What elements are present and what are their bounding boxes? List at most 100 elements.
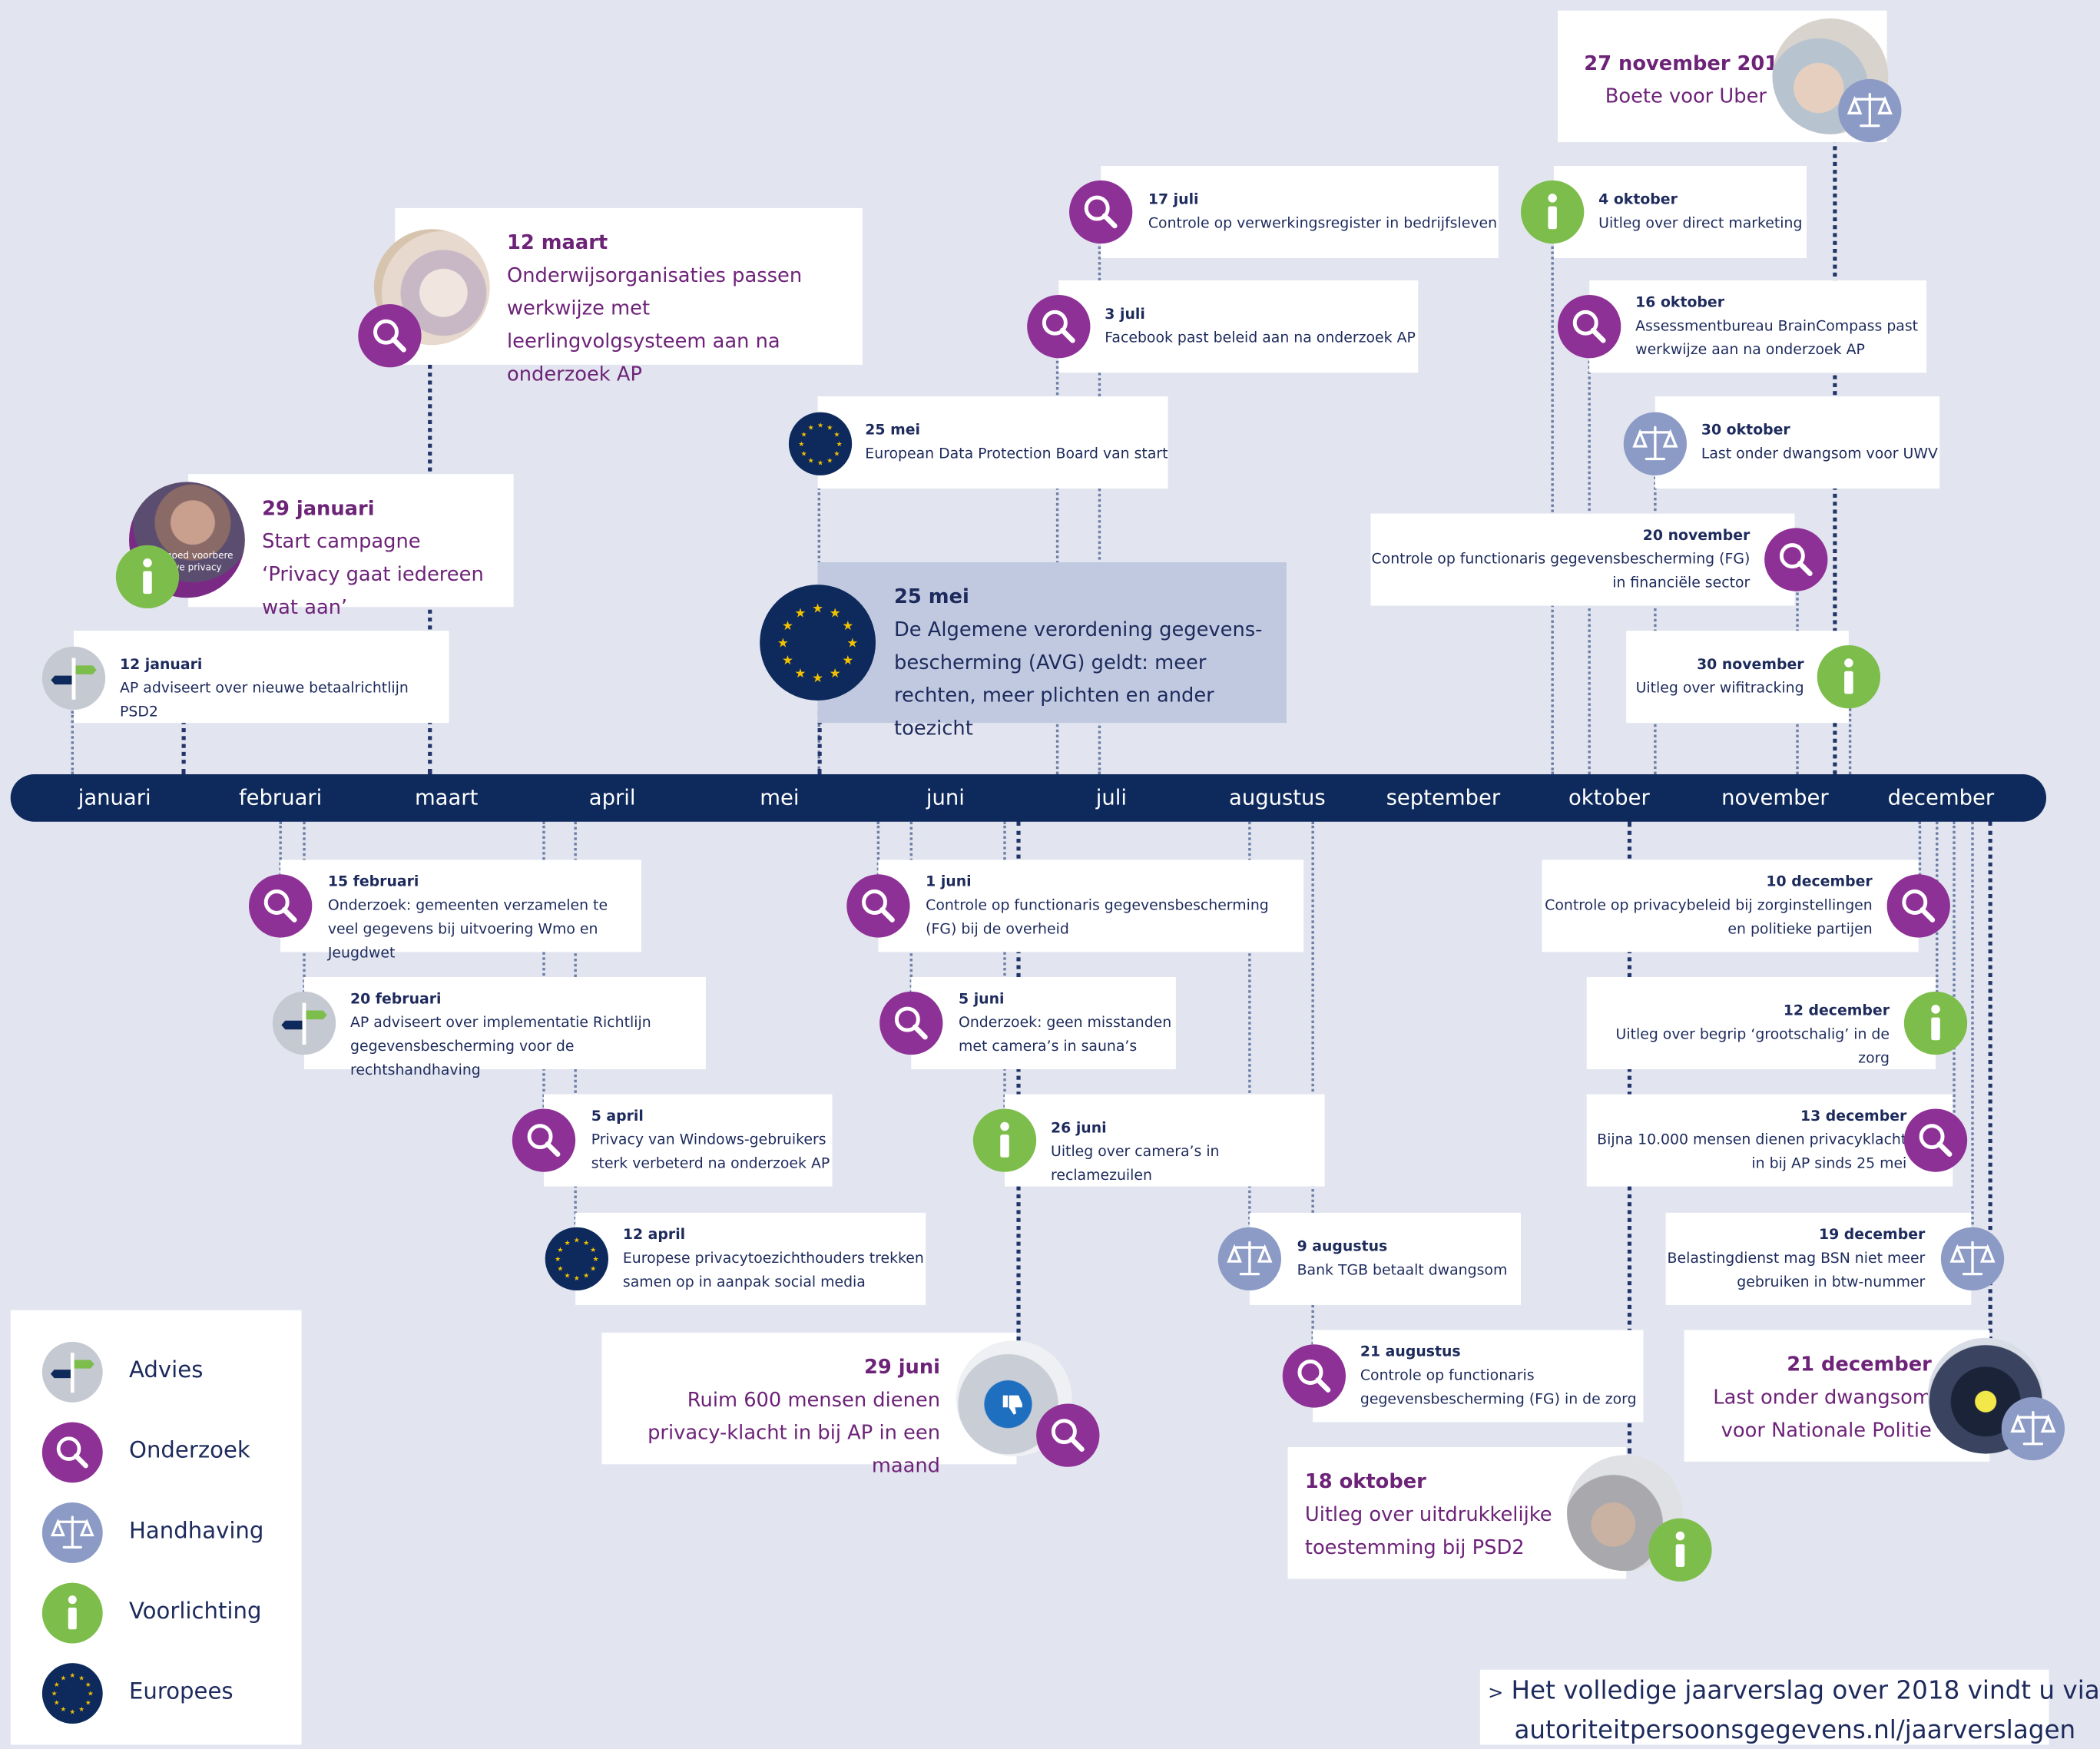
- event-date: 20 februari: [350, 990, 442, 1008]
- svg-text:★: ★: [590, 1247, 596, 1254]
- svg-text:★: ★: [826, 457, 833, 465]
- svg-text:★: ★: [564, 1273, 570, 1280]
- svg-text:★: ★: [846, 636, 858, 651]
- event-card: 25 mei European Data Protection Board va…: [817, 396, 1168, 489]
- event-date: 12 april: [622, 1226, 686, 1244]
- handhaving-icon: [1623, 412, 1688, 475]
- month-label: augustus: [1229, 784, 1326, 810]
- svg-text:★: ★: [833, 432, 840, 439]
- event-date: 12 december: [1783, 1002, 1890, 1019]
- campaign-photo-caption: goed voorbere uwe privacy: [166, 550, 234, 573]
- event-date: 29 januari: [262, 496, 375, 521]
- event-card: 29 juni Ruim 600 mensen dienen privacy-k…: [601, 1332, 1017, 1477]
- event-date: 18 oktober: [1304, 1469, 1426, 1494]
- event-card: 1 juni Controle op functionaris gegevens…: [878, 860, 1304, 952]
- svg-text:★: ★: [801, 450, 807, 458]
- svg-text:★: ★: [85, 1700, 91, 1708]
- event-card: 16 oktober Assessmentbureau BrainCompass…: [1589, 280, 1927, 373]
- event-card: 19 december Belastingdienst mag BSN niet…: [1665, 1212, 1972, 1305]
- svg-text:★: ★: [555, 1256, 561, 1264]
- event-text: Uitleg over begrip ‘grootschalig’ in de …: [1615, 1025, 1890, 1067]
- event-date: 21 december: [1787, 1352, 1932, 1376]
- event-text: Uitleg over uitdrukkelijke toestemming b…: [1304, 1502, 1552, 1559]
- event-card: 13 december Bijna 10.000 mensen dienen p…: [1586, 1094, 1953, 1187]
- advies-icon: [41, 1341, 103, 1403]
- voorlichting-icon: [115, 545, 180, 609]
- event-date: 15 februari: [327, 873, 419, 890]
- event-text: European Data Protection Board van start: [865, 445, 1168, 462]
- svg-text:★: ★: [812, 601, 823, 615]
- europees-icon: ★★★★★★★★★★★★: [760, 585, 876, 701]
- svg-text:★: ★: [557, 1247, 563, 1254]
- svg-text:★: ★: [801, 432, 807, 439]
- legend-label: Europees: [129, 1678, 234, 1706]
- event-text: Uitleg over wifitracking: [1635, 679, 1804, 697]
- event-card: 5 juni Onderzoek: geen misstanden met ca…: [911, 977, 1176, 1070]
- connector: [1654, 461, 1657, 775]
- legend-item-europees: ★★★★★★★★★★★★ Europees: [41, 1663, 234, 1724]
- svg-text:★: ★: [782, 618, 793, 633]
- event-card: 30 oktober Last onder dwangsom voor UWV: [1654, 396, 1940, 489]
- event-card: 30 november Uitleg over wifitracking: [1626, 631, 1849, 724]
- legend-label: Handhaving: [129, 1518, 264, 1545]
- svg-text:★: ★: [78, 1706, 84, 1714]
- event-card: 21 augustus Controle op functionaris geg…: [1313, 1330, 1644, 1423]
- svg-text:★: ★: [85, 1681, 91, 1689]
- svg-text:★: ★: [574, 1237, 580, 1244]
- event-text: Privacy van Windows-gebruikers sterk ver…: [591, 1131, 830, 1172]
- event-card: 20 februari AP adviseert over implementa…: [304, 977, 706, 1078]
- event-date: 30 oktober: [1701, 421, 1790, 439]
- campaign-photo: goed voorbere uwe privacy: [129, 482, 245, 598]
- event-text: Facebook past beleid aan na onderzoek AP: [1105, 329, 1416, 346]
- legend-item-onderzoek: Onderzoek: [41, 1422, 250, 1483]
- event-date: 12 maart: [507, 230, 608, 254]
- month-label: juni: [926, 784, 965, 810]
- svg-text:★: ★: [817, 460, 823, 468]
- connector: [1988, 821, 1992, 1349]
- legend-item-voorlichting: Voorlichting: [41, 1582, 262, 1644]
- event-date: 12 januari: [120, 655, 203, 674]
- onderzoek-icon: [249, 874, 313, 938]
- legend: Advies Onderzoek Handhaving Voorlichting…: [10, 1310, 302, 1745]
- event-text: Uitleg over camera’s in reclamezuilen: [1051, 1143, 1220, 1184]
- svg-text:★: ★: [808, 425, 814, 432]
- voorlichting-icon: [41, 1582, 103, 1644]
- voorlichting-icon: [1903, 991, 1968, 1055]
- connector: [1918, 821, 1922, 901]
- event-card: 12 april Europese privacytoezichthouders…: [575, 1212, 926, 1305]
- svg-text:★: ★: [777, 636, 789, 651]
- svg-text:★: ★: [564, 1240, 570, 1247]
- onderzoek-icon: [1886, 874, 1950, 938]
- event-text: Onderzoek: geen misstanden met camera’s …: [959, 1014, 1172, 1055]
- event-date: 17 juli: [1148, 190, 1199, 208]
- connector: [1248, 821, 1251, 1257]
- connector: [1848, 704, 1852, 775]
- event-text: Controle op privacybeleid bij zorginstel…: [1545, 896, 1873, 938]
- advies-icon: [41, 646, 106, 711]
- svg-text:★: ★: [795, 666, 807, 681]
- footer-arrow: >: [1488, 1682, 1504, 1704]
- annual-report-link[interactable]: >Het volledige jaarverslag over 2018 vin…: [1479, 1669, 2100, 1745]
- handhaving-icon: [1217, 1227, 1282, 1291]
- legend-item-advies: Advies: [41, 1341, 203, 1403]
- voorlichting-icon: [1521, 180, 1585, 244]
- svg-text:★: ★: [830, 666, 841, 681]
- event-card: 20 november Controle op functionaris geg…: [1370, 513, 1795, 606]
- month-label: januari: [78, 784, 151, 810]
- event-text: Controle op functionaris gegevensbescher…: [926, 896, 1269, 938]
- svg-text:★: ★: [61, 1674, 67, 1682]
- event-date: 13 december: [1800, 1107, 1907, 1125]
- connector: [1098, 237, 1101, 775]
- svg-text:★: ★: [583, 1240, 589, 1247]
- svg-text:★: ★: [54, 1681, 60, 1689]
- event-text: Assessmentbureau BrainCompass past werkw…: [1635, 317, 1919, 359]
- onderzoek-icon: [1903, 1108, 1968, 1172]
- event-text: Belastingdienst mag BSN niet meer gebrui…: [1667, 1249, 1926, 1291]
- svg-text:★: ★: [574, 1275, 580, 1283]
- month-label: december: [1887, 784, 1995, 810]
- onderzoek-icon: [1069, 180, 1133, 244]
- svg-text:★: ★: [817, 422, 823, 429]
- svg-text:★: ★: [836, 441, 843, 449]
- event-date: 3 juli: [1105, 305, 1145, 323]
- event-date: 9 augustus: [1297, 1237, 1388, 1255]
